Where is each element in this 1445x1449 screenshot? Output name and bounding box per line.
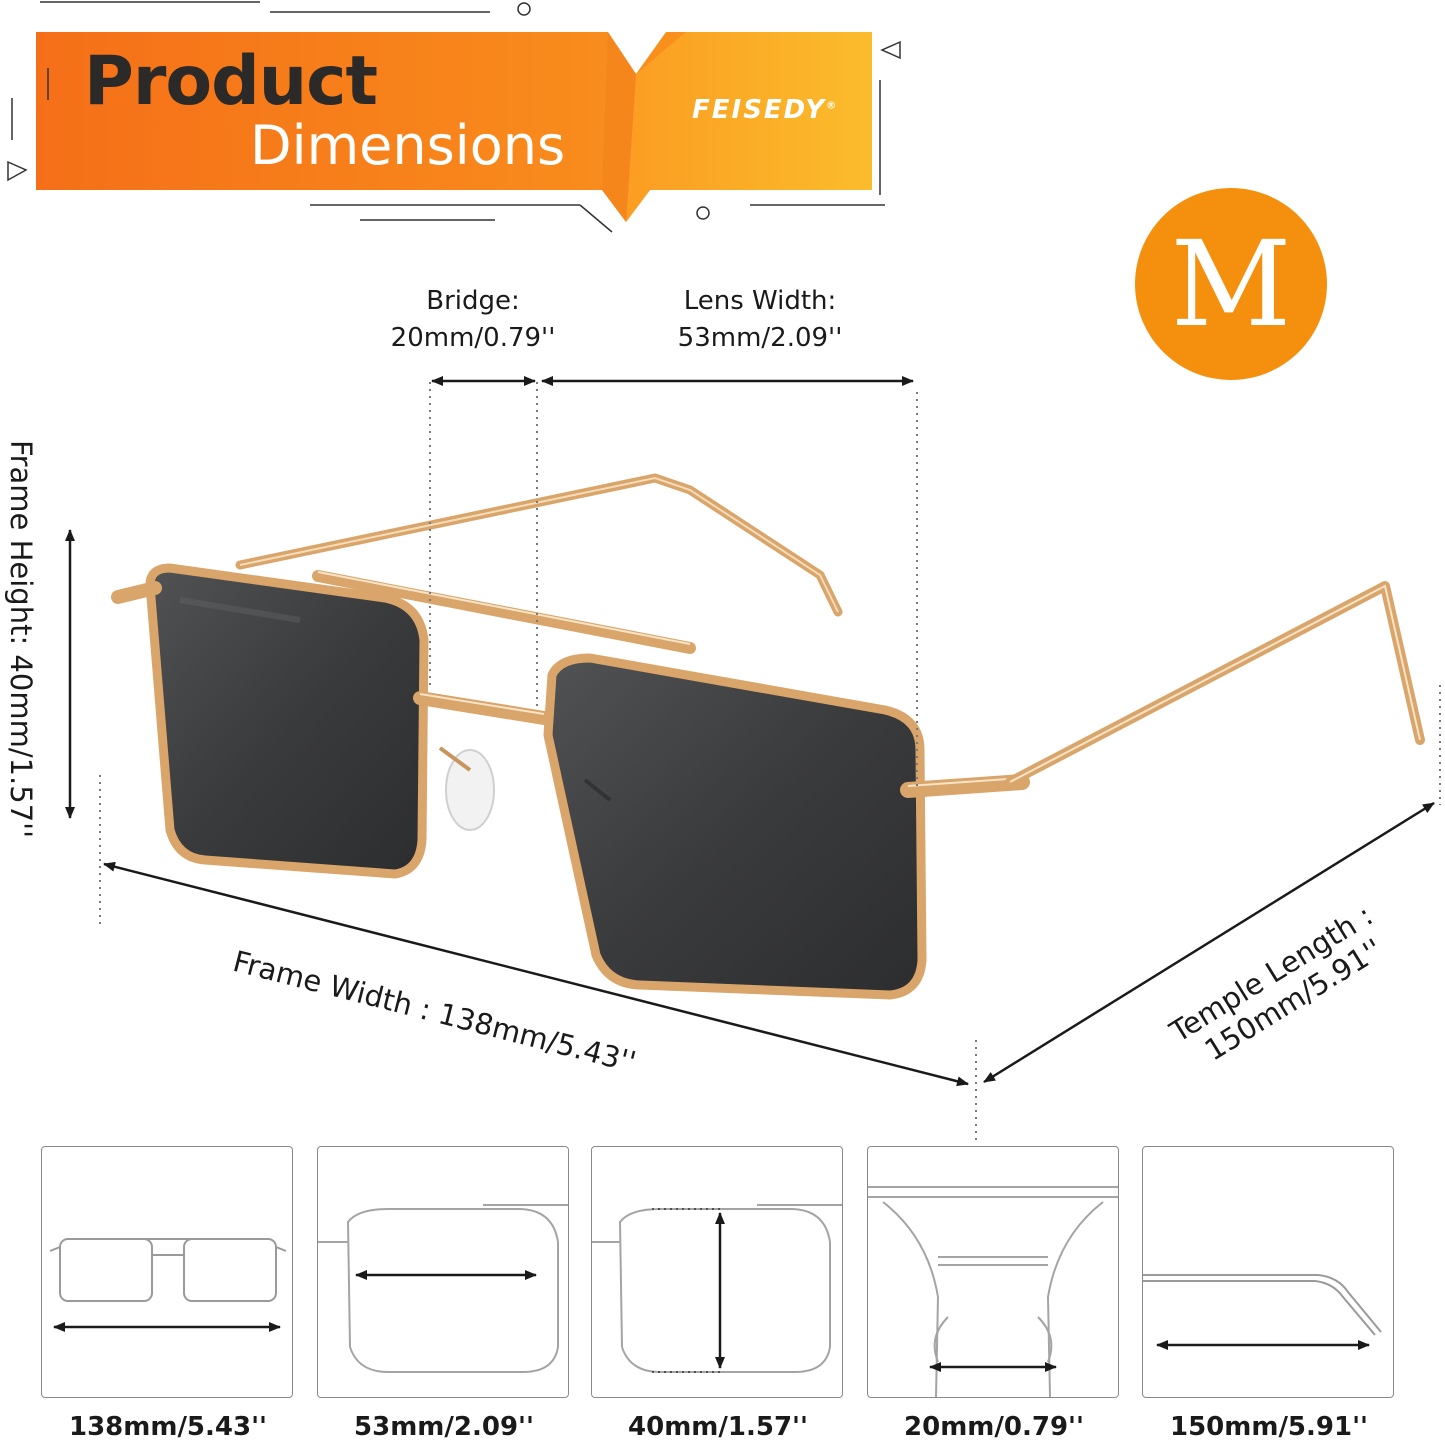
thumb-frame-height	[591, 1146, 843, 1398]
thumb-frame-height-drawing	[592, 1204, 842, 1373]
thumb-frame-width-drawing	[49, 1238, 287, 1332]
thumb-bridge	[867, 1146, 1119, 1398]
caption-temple-length: 150mm/5.91''	[1169, 1412, 1369, 1442]
thumb-lens-width-drawing	[318, 1204, 568, 1373]
lens-width-value: 53mm/2.09''	[677, 323, 843, 353]
glasses-illustration	[65, 376, 1441, 1140]
thumb-frame-width	[41, 1146, 293, 1398]
caption-frame-height: 40mm/1.57''	[628, 1412, 808, 1442]
bridge-title: Bridge:	[426, 286, 520, 316]
size-badge: M	[1135, 188, 1327, 380]
header-banner	[36, 32, 872, 222]
thumb-temple-length-drawing	[1143, 1274, 1382, 1350]
brand-name: FEISEDY	[692, 95, 827, 125]
lens-width-title: Lens Width:	[683, 286, 837, 316]
banner-subtitle: Dimensions	[250, 114, 566, 177]
caption-bridge: 20mm/0.79''	[904, 1412, 1084, 1442]
thumb-lens-width	[317, 1146, 569, 1398]
banner-title: Product	[84, 42, 378, 121]
frame-height-label: Frame Height: 40mm/1.57''	[4, 440, 38, 839]
caption-frame-width: 138mm/5.43''	[68, 1412, 268, 1442]
thumb-bridge-drawing	[868, 1186, 1118, 1397]
bridge-label: Bridge: 20mm/0.79''	[360, 283, 586, 357]
lens-width-label: Lens Width: 53mm/2.09''	[640, 283, 880, 357]
brand-mark: ®	[826, 100, 839, 112]
thumb-temple-length	[1142, 1146, 1394, 1398]
brand-logo: FEISEDY®	[692, 95, 838, 125]
header-decorations	[7, 1, 901, 233]
caption-lens-width: 53mm/2.09''	[354, 1412, 534, 1442]
bridge-value: 20mm/0.79''	[390, 323, 556, 353]
